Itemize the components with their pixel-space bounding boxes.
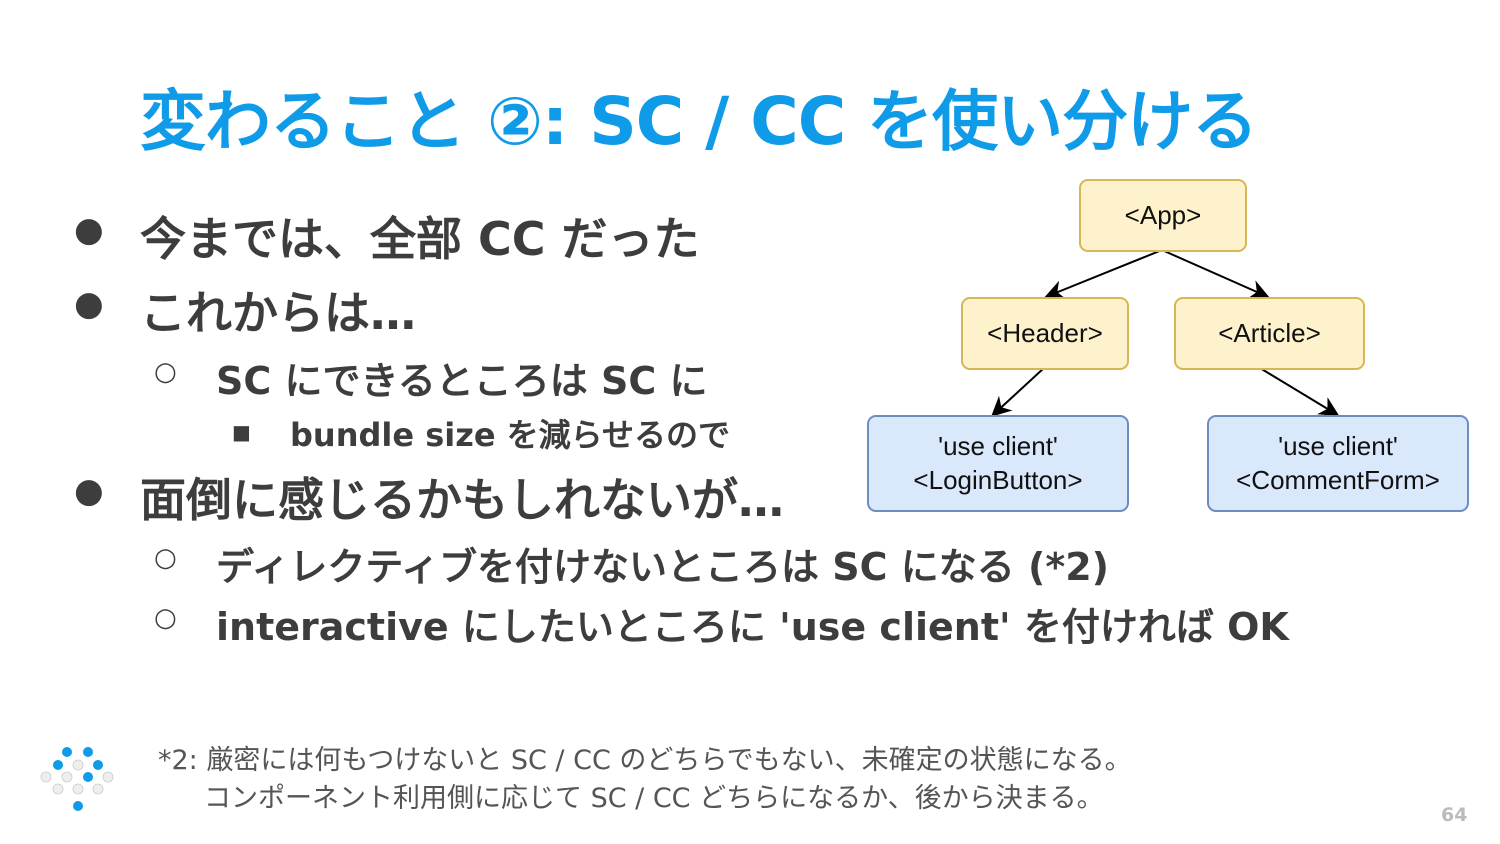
bullet-text: 今までは、全部 CC だった [140, 212, 700, 266]
node-label: <Header> [987, 317, 1103, 348]
node-article: <Article> [1174, 297, 1365, 370]
node-app: <App> [1079, 179, 1247, 252]
node-login-button: 'use client' <LoginButton> [867, 415, 1129, 512]
node-directive: 'use client' [1278, 430, 1398, 461]
logo-icon [40, 747, 114, 811]
node-comment-form: 'use client' <CommentForm> [1207, 415, 1469, 512]
node-label: <LoginButton> [913, 464, 1083, 495]
node-directive: 'use client' [938, 430, 1058, 461]
page-number: 64 [1441, 804, 1468, 826]
bullet-text: 面倒に感じるかもしれないが… [140, 473, 784, 527]
footnote-line: *2: 厳密には何もつけないと SC / CC のどちらでもない、未確定の状態に… [158, 745, 1132, 776]
footnote-line: コンポーネント利用側に応じて SC / CC どちらになるか、後から決まる。 [204, 783, 1104, 814]
bullet-circle: ○ [154, 603, 177, 633]
bullet-circle: ○ [154, 543, 177, 573]
bullet-text: interactive にしたいところに 'use client' を付ければ … [216, 605, 1289, 649]
node-header: <Header> [961, 297, 1129, 370]
bullet-dot: ● [74, 210, 104, 250]
node-label: <CommentForm> [1236, 464, 1440, 495]
bullet-text: これからは… [140, 286, 416, 340]
bullet-square: ■ [232, 420, 251, 444]
bullet-text: ディレクティブを付けないところは SC になる (*2) [216, 545, 1110, 589]
footnote: *2: 厳密には何もつけないと SC / CC のどちらでもない、未確定の状態に… [158, 742, 1132, 818]
slide-title: 変わること ②: SC / CC を使い分ける [140, 83, 1258, 160]
bullet-dot: ● [74, 471, 104, 511]
bullet-text: SC にできるところは SC に [216, 359, 708, 403]
bullet-dot: ● [74, 284, 104, 324]
node-label: <Article> [1218, 317, 1321, 348]
node-label: <App> [1124, 199, 1202, 230]
bullet-text: bundle size を減らせるので [290, 416, 731, 454]
bullet-circle: ○ [154, 357, 177, 387]
